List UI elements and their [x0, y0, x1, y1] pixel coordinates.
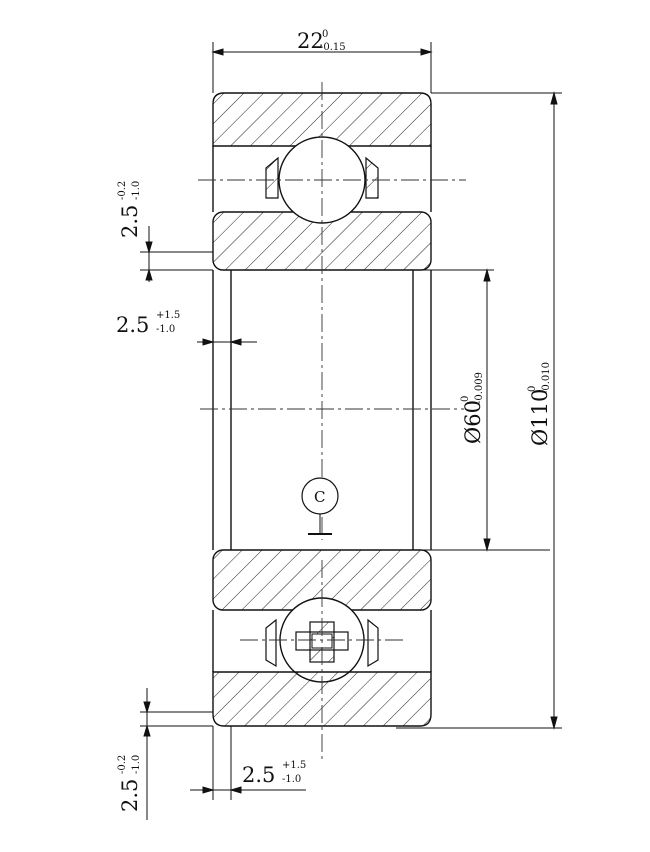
chamfer-outer-top-nominal: 2.5 — [118, 205, 142, 238]
chamfer-inner-top-dimension — [197, 338, 257, 346]
datum-c — [301, 477, 339, 535]
outer-diameter-upper-tol: 0 — [527, 386, 538, 392]
chamfer-outer-top-dimension — [140, 226, 213, 282]
chamfer-outer-top-lower: -1.0 — [131, 181, 142, 200]
inner-diameter-lower-tol: -0.009 — [474, 372, 485, 404]
width-dimension — [211, 42, 433, 93]
chamfer-inner-bottom-nominal: 2.5 — [242, 763, 275, 787]
chamfer-inner-bottom-lower: -1.0 — [282, 774, 301, 785]
outer-diameter-lower-tol: -0.010 — [541, 362, 552, 394]
chamfer-inner-top-nominal: 2.5 — [116, 313, 149, 337]
chamfer-outer-bottom-lower: -1.0 — [131, 755, 142, 774]
chamfer-inner-top-lower: -1.0 — [156, 324, 175, 335]
chamfer-inner-bottom-upper: +1.5 — [282, 760, 306, 771]
outer-diameter-nominal: Ø110 — [528, 389, 552, 446]
width-lower-tol: -0.15 — [320, 42, 346, 53]
chamfer-outer-bottom-upper: -0.2 — [117, 755, 128, 774]
inner-diameter-dimension — [413, 268, 550, 552]
width-upper-tol: 0 — [322, 29, 328, 40]
width-nominal: 22 — [297, 29, 324, 53]
chamfer-outer-bottom-nominal: 2.5 — [118, 779, 142, 812]
center-lines — [198, 82, 466, 760]
inner-diameter-upper-tol: 0 — [460, 396, 471, 402]
chamfer-outer-bottom-dimension — [140, 688, 213, 820]
outer-diameter-dimension — [396, 91, 562, 730]
inner-diameter-nominal: Ø60 — [461, 400, 485, 444]
bore-walls — [212, 146, 432, 672]
datum-label: C — [314, 488, 325, 506]
chamfer-outer-top-upper: -0.2 — [117, 181, 128, 200]
chamfer-inner-bottom-dimension — [190, 726, 306, 800]
chamfer-inner-top-upper: +1.5 — [156, 310, 180, 321]
